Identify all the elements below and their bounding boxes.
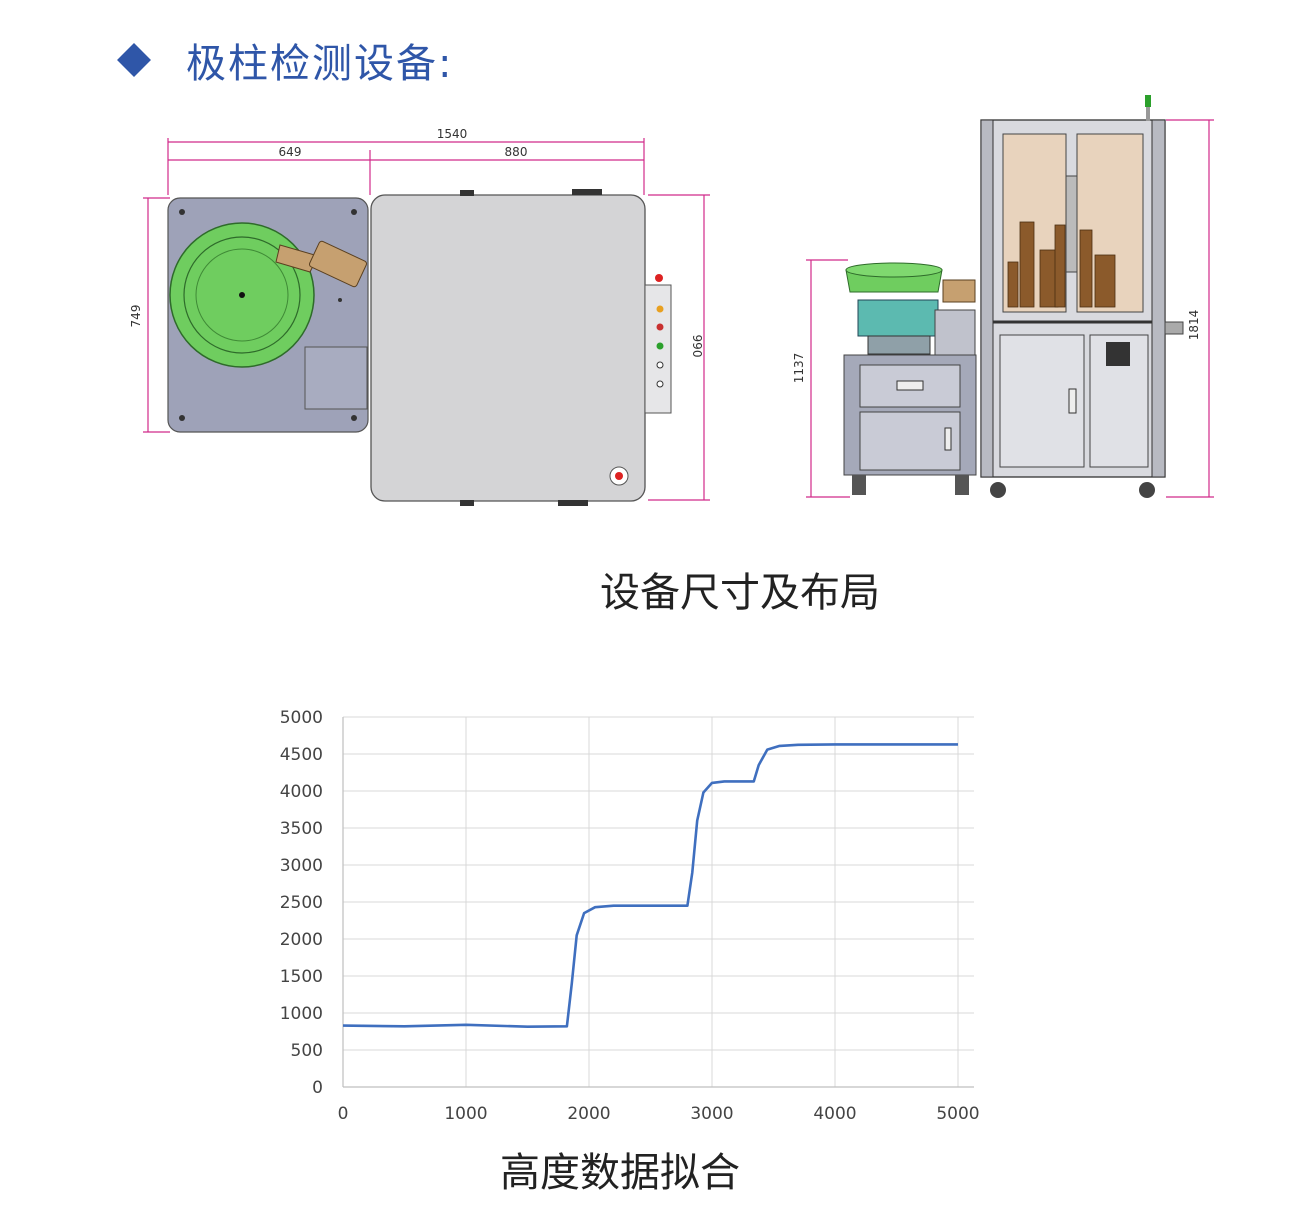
- x-tick-label: 3000: [690, 1104, 733, 1124]
- y-tick-label: 2000: [280, 930, 323, 950]
- layout-caption: 设备尺寸及布局: [600, 570, 880, 616]
- feeder-track: [275, 244, 319, 273]
- y-tick-label: 4000: [280, 782, 323, 802]
- dimension-total-width: 1540: [437, 127, 468, 141]
- section-header: 极柱检测设备:: [117, 30, 454, 90]
- controller-box: [304, 346, 368, 410]
- dimension-right-depth: 990: [690, 335, 704, 358]
- y-tick-label: 3500: [280, 819, 323, 839]
- inspection-fixtures: [1007, 221, 1116, 308]
- table-door: [859, 411, 961, 471]
- emergency-stop-icon: [655, 274, 663, 282]
- dimension-left-depth: 749: [129, 305, 143, 328]
- dimension-left-width: 649: [279, 145, 302, 159]
- feeder-chute: [309, 240, 367, 288]
- dimension-cabinet-height: 1814: [1187, 310, 1201, 341]
- y-tick-label: 1000: [280, 1004, 323, 1024]
- cabinet-casters: [990, 482, 1155, 498]
- chart-axes: [342, 717, 974, 1088]
- x-tick-label: 5000: [936, 1104, 979, 1124]
- top-view-dimension-lines: [143, 138, 710, 501]
- y-tick-label: 1500: [280, 967, 323, 987]
- x-tick-label: 0: [338, 1104, 349, 1124]
- height-series-line: [342, 743, 958, 1028]
- x-tick-labels: 0 1000 2000 3000 4000 5000: [338, 1104, 980, 1124]
- y-tick-labels: 0 500 1000 1500 2000 2500 3000 3500 4000 4500 5000: [280, 708, 323, 1098]
- page-title: 极柱检测设备:: [186, 41, 454, 87]
- status-light-icon: [1145, 95, 1151, 107]
- side-view-dimension-lines: [806, 119, 1214, 498]
- side-view: 1137 1814: [792, 95, 1214, 498]
- y-tick-label: 5000: [280, 708, 323, 728]
- x-tick-label: 2000: [567, 1104, 610, 1124]
- y-tick-label: 3000: [280, 856, 323, 876]
- dimension-table-height: 1137: [792, 353, 806, 384]
- fan-icon: [1106, 342, 1130, 366]
- y-tick-label: 500: [291, 1041, 323, 1061]
- x-tick-label: 4000: [813, 1104, 856, 1124]
- chart-caption: 高度数据拟合: [500, 1150, 740, 1196]
- chart-grid: [342, 716, 974, 1088]
- y-tick-label: 2500: [280, 893, 323, 913]
- x-tick-label: 1000: [444, 1104, 487, 1124]
- y-tick-label: 0: [312, 1078, 323, 1098]
- y-tick-label: 4500: [280, 745, 323, 765]
- top-view: 1540 649 880 749 990: [129, 127, 710, 506]
- dimension-right-width: 880: [505, 145, 528, 159]
